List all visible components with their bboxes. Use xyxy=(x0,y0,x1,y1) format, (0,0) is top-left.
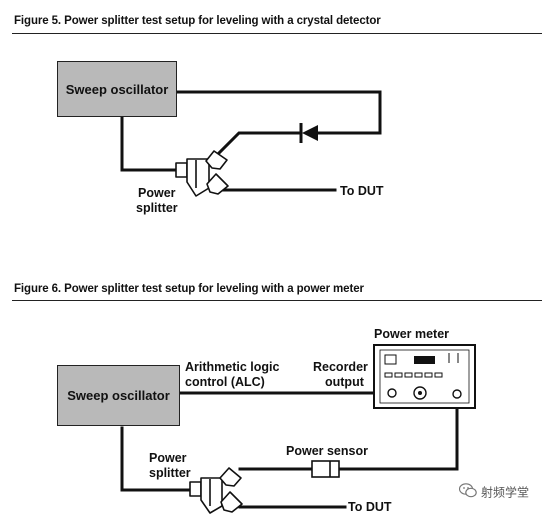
power-sensor-label: Power sensor xyxy=(286,444,368,458)
fig5-sweep-oscillator: Sweep oscillator xyxy=(57,61,177,117)
recorder-label-line2: output xyxy=(325,375,364,389)
fig5-splitter-label-line1: Power xyxy=(138,186,176,200)
alc-label-line2: control (ALC) xyxy=(185,375,265,389)
wechat-icon xyxy=(458,483,477,501)
figure5-rule xyxy=(12,33,542,34)
fig6-sweep-oscillator: Sweep oscillator xyxy=(57,365,180,426)
figure6-rule xyxy=(12,300,542,301)
fig5-wire-detector-to-splitter xyxy=(216,131,292,156)
figure6-caption: Figure 6. Power splitter test setup for … xyxy=(14,283,364,295)
power-sensor-icon xyxy=(311,460,340,478)
fig6-wire-sensor-to-meter xyxy=(337,393,459,471)
fig6-splitter-label-line2: splitter xyxy=(149,466,191,480)
fig5-to-dut-label: To DUT xyxy=(340,184,384,198)
watermark: 射频学堂 xyxy=(458,483,530,501)
fig6-wire-osc-to-splitter xyxy=(120,426,197,492)
recorder-label-line1: Recorder xyxy=(313,360,368,374)
power-meter-label: Power meter xyxy=(374,327,450,341)
crystal-detector-diode-icon xyxy=(288,123,336,143)
fig5-wire-osc-to-splitter xyxy=(120,114,184,172)
figure5-caption: Figure 5. Power splitter test setup for … xyxy=(14,15,381,27)
alc-label-line1: Arithmetic logic xyxy=(185,360,280,374)
fig5-splitter-label-line2: splitter xyxy=(136,201,178,215)
fig5-power-splitter-icon xyxy=(175,150,229,197)
power-meter-panel-icon xyxy=(373,344,476,409)
fig6-power-splitter-icon xyxy=(189,467,243,514)
fig5-wire-feedback-loop xyxy=(175,90,382,135)
fig6-splitter-label-line1: Power xyxy=(149,451,187,465)
watermark-text: 射频学堂 xyxy=(481,485,530,500)
fig6-to-dut-label: To DUT xyxy=(348,500,392,514)
